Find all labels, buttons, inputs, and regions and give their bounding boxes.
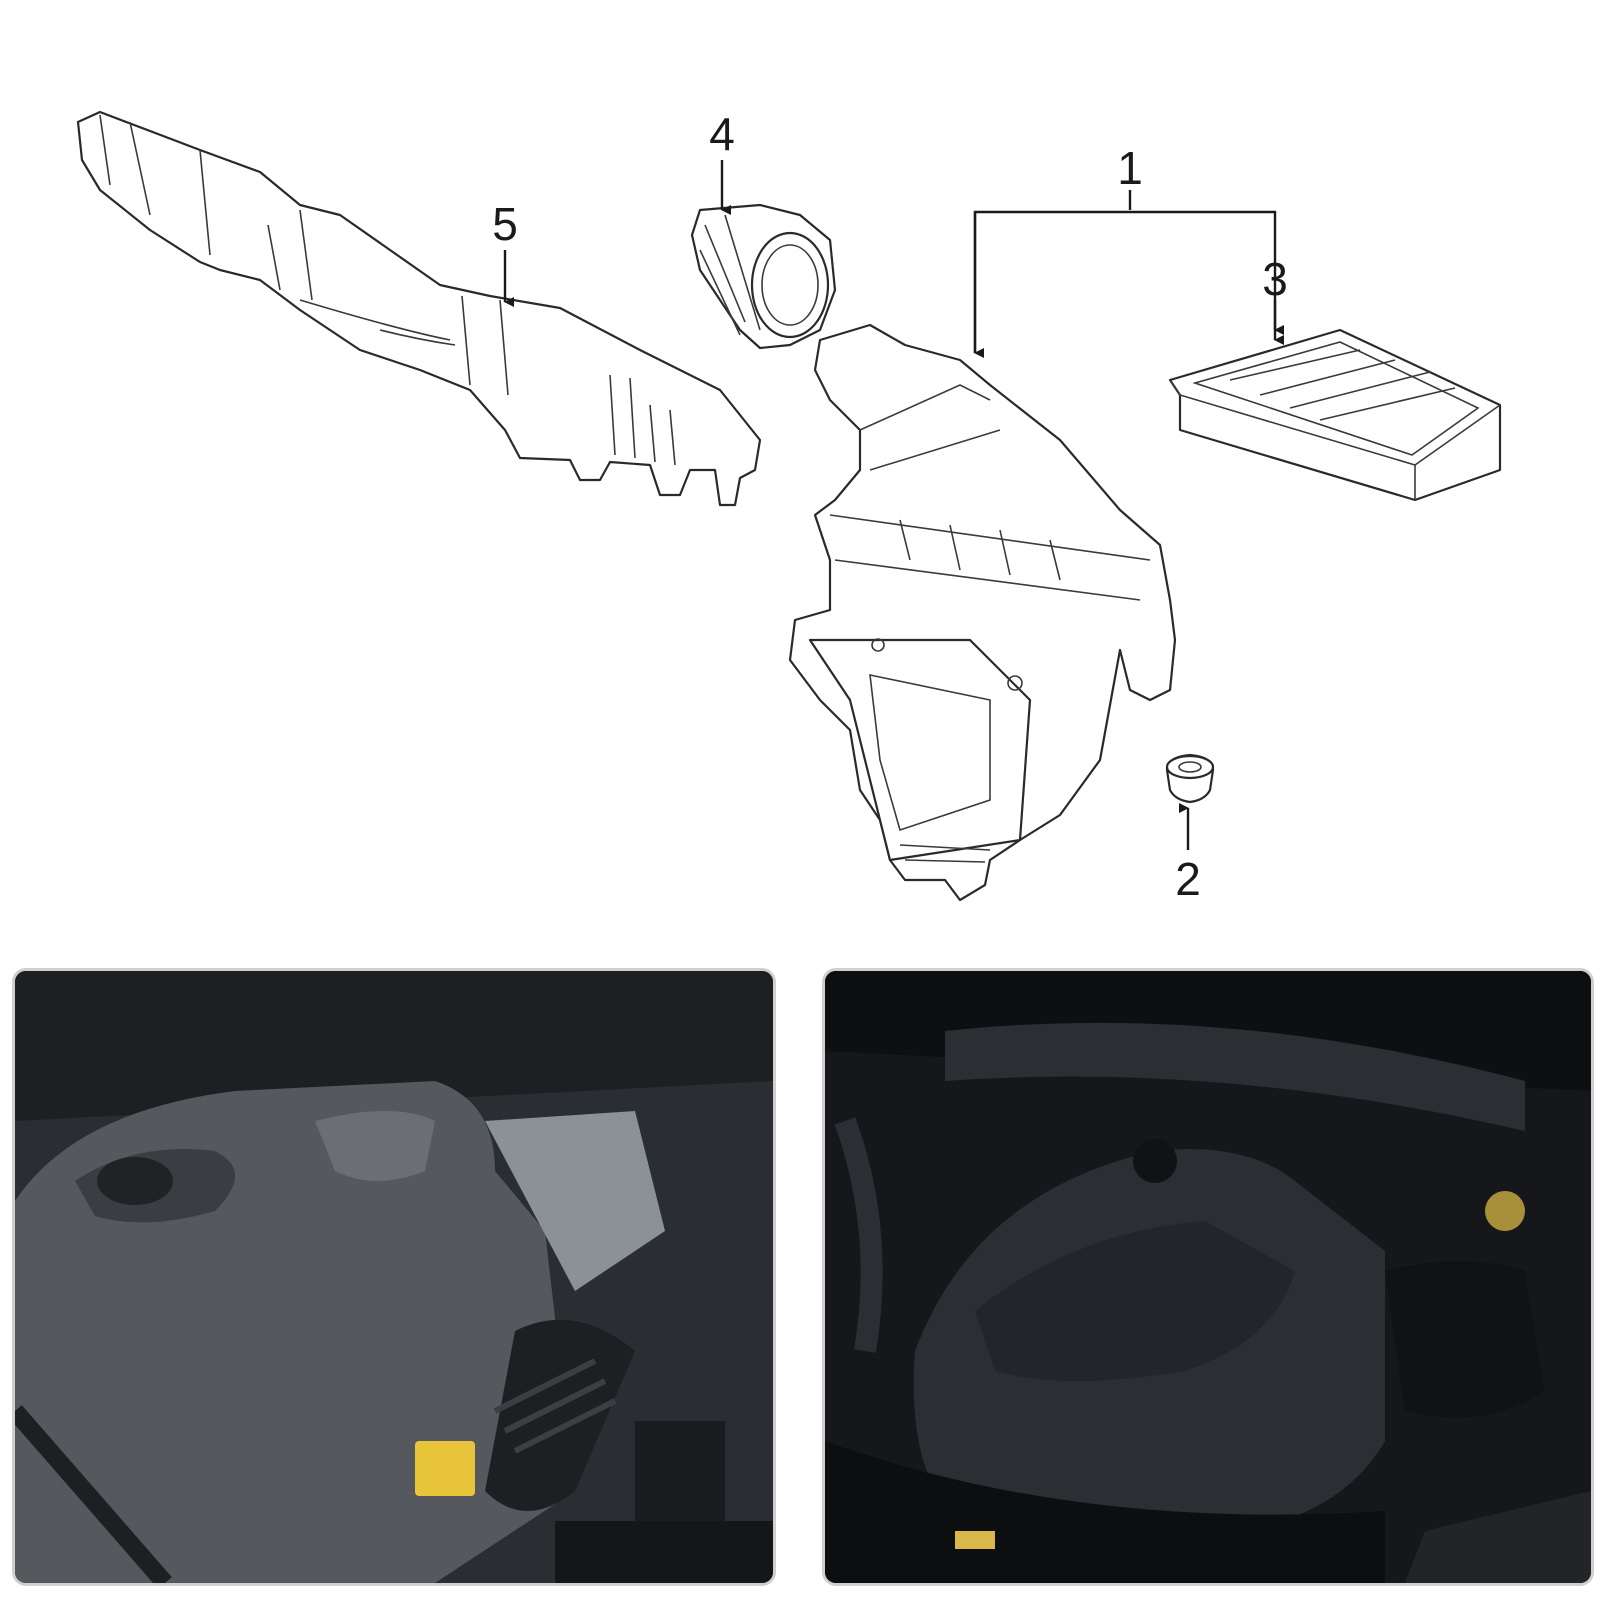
callout-3: 3 bbox=[1262, 253, 1288, 305]
parts-diagram: 1 2 3 4 5 bbox=[76, 108, 1502, 905]
grommet-part-2 bbox=[1165, 753, 1215, 804]
sleeve-part-4 bbox=[690, 203, 837, 350]
callout-4: 4 bbox=[709, 108, 735, 160]
callout-2: 2 bbox=[1175, 853, 1201, 905]
intake-duct-part-5 bbox=[76, 110, 762, 507]
air-filter-housing-part-1 bbox=[788, 323, 1177, 902]
leader-lines bbox=[503, 160, 1284, 850]
callout-5: 5 bbox=[492, 198, 518, 250]
engine-bay-photo-left bbox=[12, 968, 776, 1586]
callout-1: 1 bbox=[1117, 142, 1143, 194]
filter-element-part-3 bbox=[1168, 328, 1502, 502]
engine-bay-photo-right bbox=[822, 968, 1594, 1586]
